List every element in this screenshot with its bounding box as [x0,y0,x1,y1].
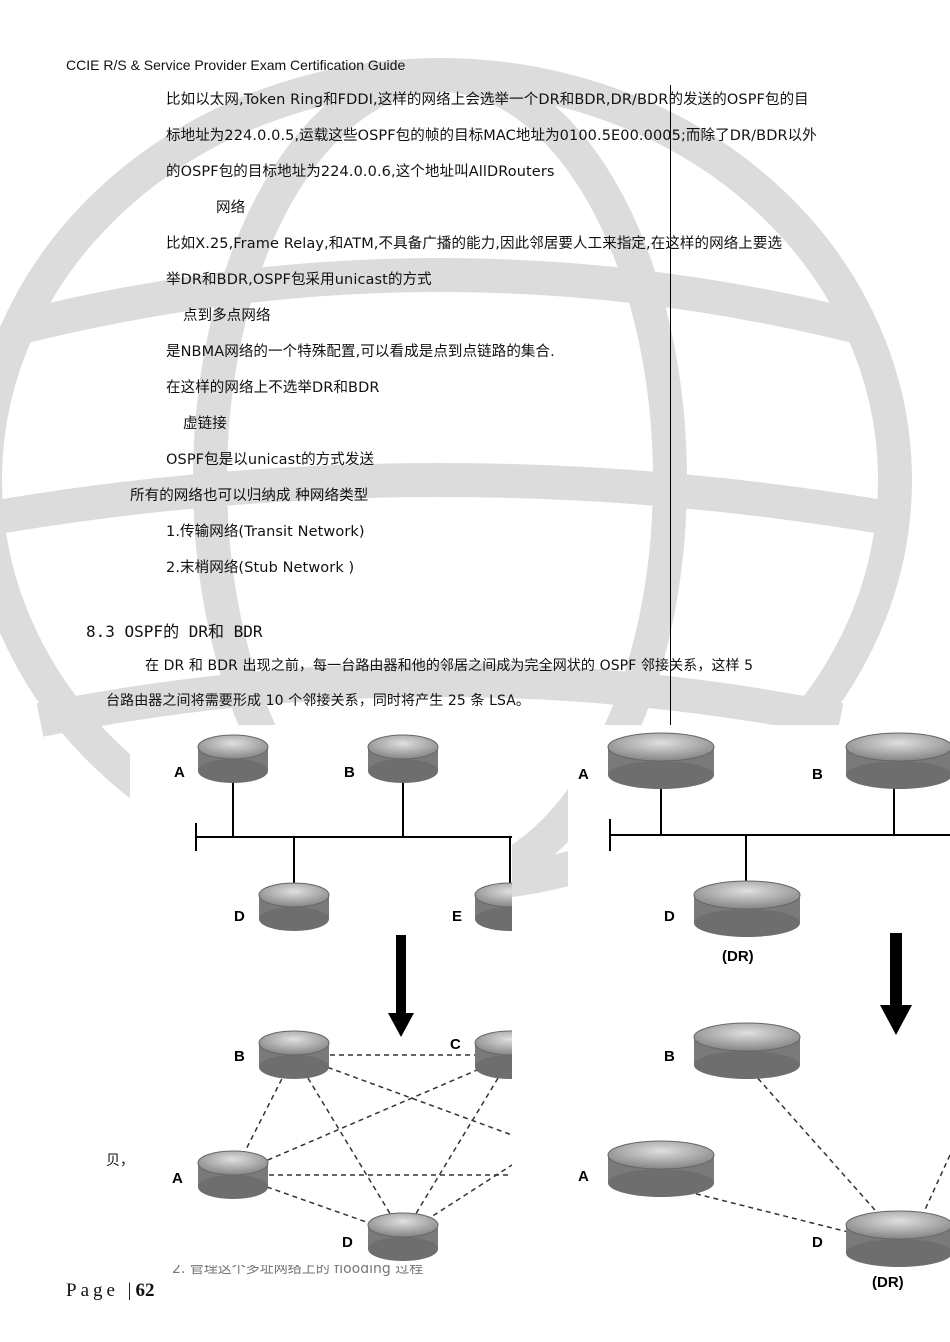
router-icon [845,1210,950,1267]
running-header: CCIE R/S & Service Provider Exam Certifi… [66,57,406,73]
router-icon [693,1022,801,1079]
dr-label: (DR) [722,948,754,965]
router-label-d: D [234,908,245,925]
section-heading: 8.3 OSPF的 DR和 BDR [86,622,263,641]
paragraph-line: 台路由器之间将需要形成 10 个邻接关系，同时将产生 25 条 LSA。 [106,693,531,709]
paragraph-line: 比如以太网,Token Ring和FDDI,这样的网络上会选举一个DR和BDR,… [166,92,809,108]
router-icon [845,732,950,789]
router-label-a: A [578,766,589,783]
text-fragment: 2. 管理这个多址网络上的 flooding 过程 [172,1261,424,1277]
down-arrow-icon [880,933,912,1035]
router-icon [367,1212,439,1261]
router-icon [258,882,330,931]
router-label-e: E [452,908,462,925]
router-label-d: D [812,1234,823,1251]
router-icon [693,880,801,937]
router-icon [367,734,439,783]
router-icon [607,1140,715,1197]
router-icon [258,1030,330,1079]
router-icon [607,732,715,789]
figure-dr-adjacency: A B D (DR) B A D (DR) [568,725,950,1295]
router-label-b: B [812,766,823,783]
router-icon [197,734,269,783]
router-label-b: B [234,1048,245,1065]
paragraph-line: 的OSPF包的目标地址为224.0.0.6,这个地址叫AllDRouters [166,164,555,180]
router-label-d: D [342,1234,353,1251]
list-item: 1.传输网络(Transit Network) [166,524,365,540]
paragraph-line: 在 DR 和 BDR 出现之前，每一台路由器和他的邻居之间成为完全网状的 OSP… [145,658,754,674]
router-icon [474,1030,512,1079]
page-number: 62 [135,1280,155,1301]
router-label-d: D [664,908,675,925]
paragraph-line: 举DR和BDR,OSPF包采用unicast的方式 [166,272,432,288]
subheading: 点到多点网络 [183,308,271,324]
router-label-b: B [344,764,355,781]
router-icon [197,1150,269,1199]
page-footer: Page |62 [66,1280,155,1302]
router-label-a: A [174,764,185,781]
figure-full-mesh: A B D E B C A D [130,725,512,1265]
router-label-b: B [664,1048,675,1065]
page-label: Page | [66,1280,136,1301]
router-label-a: A [578,1168,589,1185]
subheading: 网络 [216,200,246,216]
router-label-a: A [172,1170,183,1187]
router-icon [474,882,512,931]
paragraph-line: 比如X.25,Frame Relay,和ATM,不具备广播的能力,因此邻居要人工… [166,236,783,252]
list-item: 2.末梢网络(Stub Network ) [166,560,355,576]
paragraph-line: OSPF包是以unicast的方式发送 [166,452,375,468]
ethernet-segment [195,777,512,887]
paragraph-line: 是NBMA网络的一个特殊配置,可以看成是点到点链路的集合. [166,344,555,360]
dr-label: (DR) [872,1274,904,1291]
subheading: 虚链接 [183,416,227,432]
router-label-c: C [450,1036,461,1053]
paragraph-line: 所有的网络也可以归纳成 种网络类型 [130,488,369,504]
paragraph-line: 标地址为224.0.0.5,运载这些OSPF包的帧的目标MAC地址为0100.5… [166,128,817,144]
vertical-rule [670,85,671,725]
text-fragment: 贝， [106,1153,134,1169]
down-arrow-icon [388,935,414,1037]
paragraph-line: 在这样的网络上不选举DR和BDR [166,380,380,396]
